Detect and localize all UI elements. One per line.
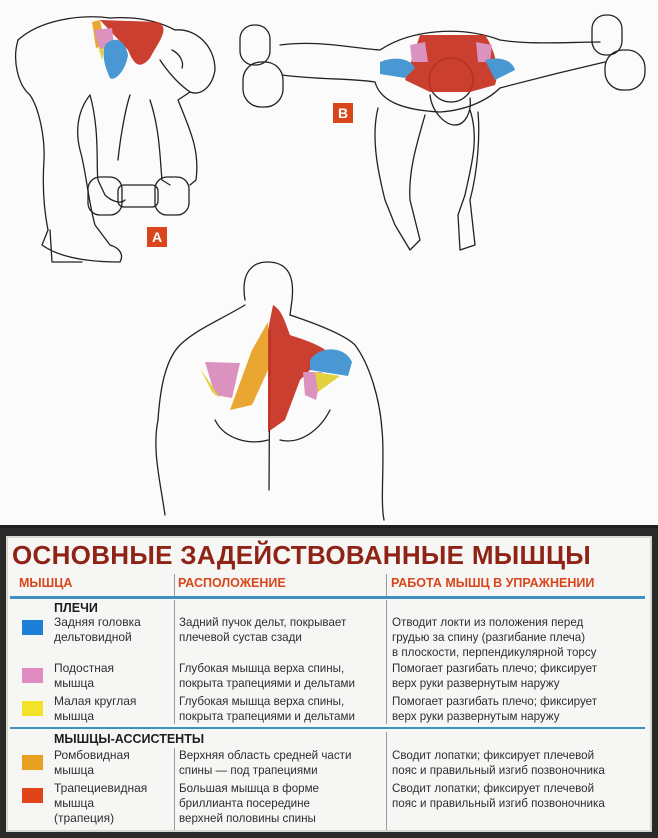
muscle-location: Задний пучок дельт, покрывает плечевой с… <box>179 616 347 644</box>
figure-a-muscles <box>92 20 164 79</box>
muscle-name: Трапециевидная мышца (трапеция) <box>54 781 148 825</box>
section-label-shoulders: ПЛЕЧИ <box>54 601 98 615</box>
figure-b-muscles <box>380 35 515 92</box>
color-swatch-trapezius <box>22 788 43 803</box>
header-rule <box>10 596 645 599</box>
muscle-location: Верхняя область средней части спины — по… <box>179 749 352 777</box>
badge-b: B <box>333 103 353 123</box>
muscle-function: Сводит лопатки; фиксирует плечевой пояс … <box>392 782 605 810</box>
muscle-function: Отводит локти из положения перед грудью … <box>392 616 597 659</box>
column-divider-2 <box>386 574 387 596</box>
column-header-muscle: МЫШЦА <box>19 576 73 590</box>
column-divider-2 <box>386 600 387 724</box>
muscle-location: Большая мышца в форме бриллианта посеред… <box>179 782 320 825</box>
muscle-name: Подостная мышца <box>54 661 115 690</box>
muscle-location: Глубокая мышца верха спины, покрыта трап… <box>179 662 355 690</box>
color-swatch-rear-delt <box>22 620 43 635</box>
muscle-function: Помогает разгибать плечо; фиксирует верх… <box>392 695 598 723</box>
muscle-name: Ромбовидная мышца <box>54 748 130 777</box>
figure-b-icon <box>239 14 646 251</box>
section-rule <box>10 727 645 729</box>
figure-a-icon <box>15 16 216 263</box>
color-swatch-rhomboid <box>22 755 43 770</box>
muscle-name: Задняя головка дельтовидной <box>54 615 141 644</box>
column-divider-1 <box>174 600 175 724</box>
column-divider-1 <box>174 574 175 596</box>
anatomy-drawing <box>15 14 646 521</box>
muscle-location: Глубокая мышца верха спины, покрыта трап… <box>179 695 355 723</box>
muscle-function: Сводит лопатки; фиксирует плечевой пояс … <box>392 749 605 777</box>
table-title: ОСНОВНЫЕ ЗАДЕЙСТВОВАННЫЕ МЫШЦЫ <box>12 540 592 570</box>
back-view-muscles <box>200 305 352 432</box>
column-header-function: РАБОТА МЫШЦ В УПРАЖНЕНИИ <box>391 576 595 590</box>
badge-a: A <box>147 227 167 247</box>
muscle-function: Помогает разгибать плечо; фиксирует верх… <box>392 662 598 690</box>
column-divider-2 <box>386 732 387 830</box>
exercise-illustrations: A B <box>0 0 658 528</box>
muscle-name: Малая круглая мышца <box>54 694 137 723</box>
muscle-table-panel <box>6 536 652 832</box>
column-divider-1 <box>174 748 175 830</box>
color-swatch-infraspinatus <box>22 668 43 683</box>
color-swatch-teres-minor <box>22 701 43 716</box>
section-label-assistants: МЫШЦЫ-АССИСТЕНТЫ <box>54 732 205 746</box>
column-header-location: РАСПОЛОЖЕНИЕ <box>178 576 286 590</box>
